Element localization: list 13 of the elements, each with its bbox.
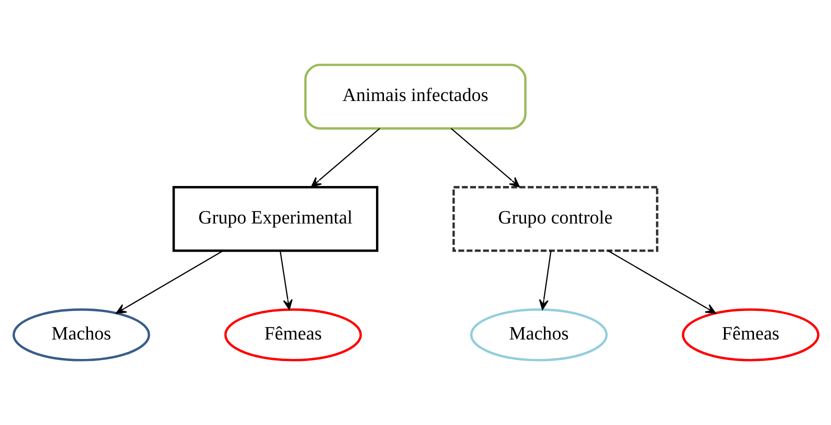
arrow — [279, 250, 292, 310]
node-ellipse: Fêmeas — [681, 308, 819, 362]
node-box: Grupo Experimental — [172, 186, 378, 252]
node-box: Grupo controle — [452, 186, 658, 252]
arrow — [310, 128, 380, 188]
arrow — [450, 128, 520, 188]
arrow — [115, 250, 223, 314]
node-ellipse: Machos — [470, 308, 608, 362]
arrow — [607, 250, 716, 314]
node-box: Animais infectados — [304, 64, 526, 130]
arrow — [538, 250, 552, 310]
node-ellipse: Fêmeas — [224, 308, 362, 362]
node-ellipse: Machos — [12, 308, 150, 362]
